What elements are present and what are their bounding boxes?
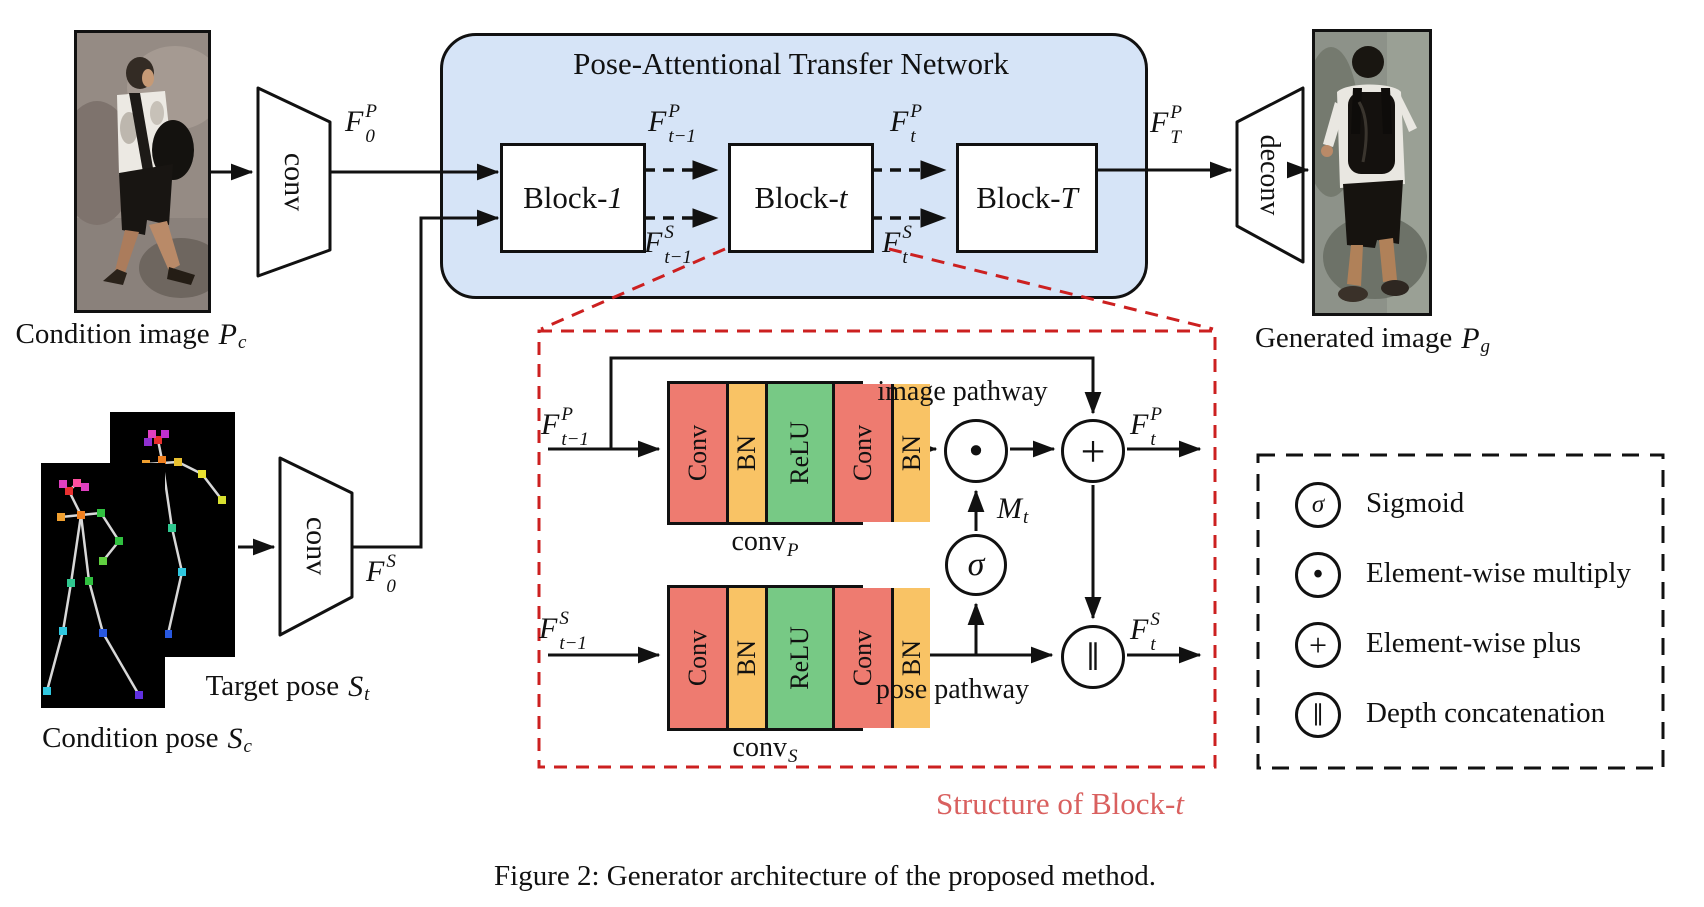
layer-bn: BN	[891, 588, 931, 728]
multiply-glyph: •	[969, 430, 983, 472]
legend-box	[1256, 453, 1665, 770]
sigmoid-op: σ	[945, 534, 1007, 596]
condition-pose-photo	[41, 463, 165, 708]
concat-glyph: ∥	[1086, 640, 1100, 674]
condition-pose-caption-text: Condition pose	[42, 722, 219, 754]
layer-conv: Conv	[670, 588, 727, 728]
generated-photo	[1303, 29, 1432, 316]
legend-concat-label: Depth concatenation	[1366, 697, 1606, 729]
structure-title: Structure of Block-t	[936, 786, 1184, 821]
pose-pathway-label: pose pathway	[875, 674, 1030, 705]
condition-photo-art	[59, 33, 223, 310]
condition-photo	[59, 30, 223, 313]
layer-bn: BN	[726, 588, 766, 728]
sigmoid-glyph: σ	[967, 546, 985, 583]
block-1: Block-1	[500, 143, 646, 253]
layer-relu: ReLU	[765, 588, 833, 728]
conv-p-stack: Conv BN ReLU Conv BN	[667, 381, 931, 525]
condition-image-caption-text: Condition image	[15, 318, 210, 350]
condition-pose-art	[43, 479, 143, 699]
concat-op: ∥	[1061, 625, 1125, 689]
legend-multiply-icon: •	[1295, 552, 1341, 598]
layer-bn: BN	[891, 384, 931, 522]
conv-s-stack: Conv BN ReLU Conv BN	[667, 585, 931, 731]
deconv-trapezoid	[1235, 86, 1305, 264]
image-pathway-label: image pathway	[877, 376, 1048, 407]
generated-photo-art	[1303, 32, 1429, 313]
legend-sigmoid-label: Sigmoid	[1366, 487, 1465, 519]
conv-pose-trapezoid	[278, 456, 354, 637]
block-T: Block-T	[956, 143, 1098, 253]
block-t: Block-t	[728, 143, 874, 253]
encoder-trapezoids	[256, 86, 1305, 637]
legend-concat-icon: ∥	[1295, 692, 1341, 738]
conv-pose-label: conv	[300, 516, 333, 576]
figure-caption: Figure 2: Generator architecture of the …	[494, 860, 1156, 892]
target-pose-caption-text: Target pose	[205, 670, 340, 702]
legend-sigmoid-icon: σ	[1295, 482, 1341, 528]
layer-relu: ReLU	[765, 384, 833, 522]
legend-plus-icon: +	[1295, 622, 1341, 668]
generated-image-caption-text: Generated image	[1254, 322, 1453, 354]
structure-dashed-box	[537, 247, 1217, 769]
layer-conv: Conv	[832, 384, 892, 522]
legend-multiply-label: Element-wise multiply	[1366, 557, 1631, 589]
patn-title: Pose-Attentional Transfer Network	[573, 46, 1009, 81]
layer-conv: Conv	[670, 384, 727, 522]
solid-wires	[211, 161, 1310, 664]
plus-op: +	[1061, 419, 1125, 483]
multiply-op: •	[944, 419, 1008, 483]
deconv-label: deconv	[1254, 134, 1285, 216]
layer-bn: BN	[726, 384, 766, 522]
dashed-feature-arrows	[644, 160, 947, 228]
plus-glyph: +	[1080, 426, 1106, 476]
conv-image-label: conv	[278, 152, 311, 212]
layer-conv: Conv	[832, 588, 892, 728]
conv-image-trapezoid	[256, 86, 332, 278]
legend-plus-label: Element-wise plus	[1366, 627, 1582, 659]
